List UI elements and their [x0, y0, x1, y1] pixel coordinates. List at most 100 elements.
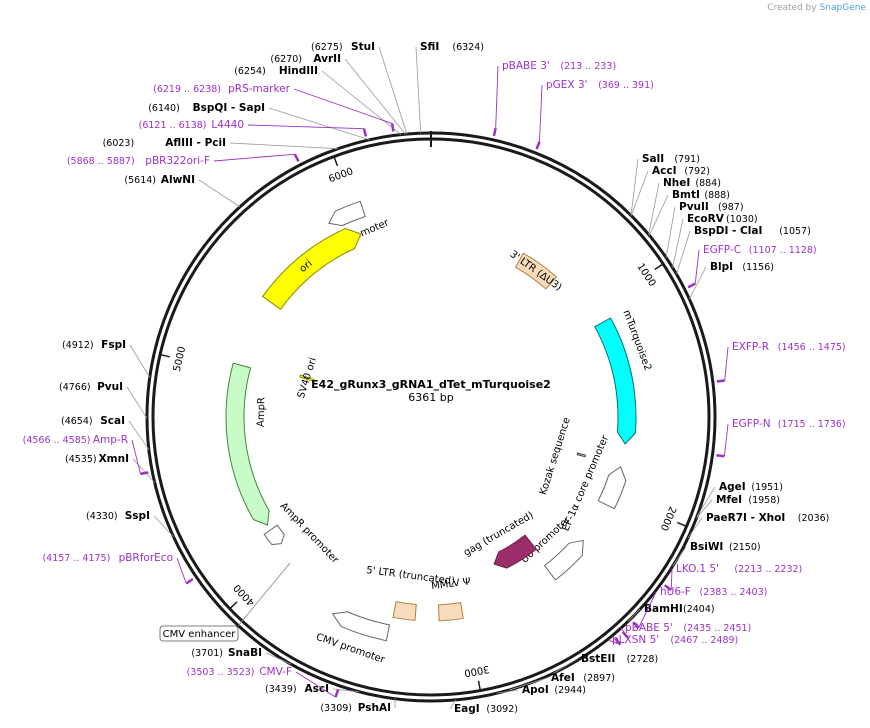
- enzyme-leader: [229, 142, 338, 150]
- primer-site[interactable]: Amp-R(4566 .. 4585): [23, 434, 128, 446]
- primer-mark: [716, 453, 725, 458]
- enzyme-site[interactable]: ApoI(2944): [522, 684, 586, 696]
- primer-site[interactable]: EGFP-C(1107 .. 1128): [703, 244, 817, 256]
- tick-label: 2000: [658, 505, 678, 533]
- feature-12[interactable]: [262, 227, 362, 310]
- enzyme-site[interactable]: EagI(3092): [454, 703, 518, 715]
- primer-site[interactable]: L4440(6121 .. 6138): [139, 119, 244, 131]
- enzyme-name: BsiWI: [690, 541, 723, 553]
- enzyme-site[interactable]: AlwNI(5614): [124, 174, 195, 186]
- brand-prefix: Created by: [767, 3, 817, 13]
- feature-3[interactable]: [576, 452, 586, 458]
- enzyme-site[interactable]: XmnI(4535): [65, 453, 129, 465]
- enzyme-site[interactable]: SfiI (6324): [420, 41, 484, 53]
- feature-9[interactable]: [331, 611, 391, 642]
- enzyme-site[interactable]: HindIII (6254): [234, 65, 318, 77]
- enzyme-site[interactable]: PvuI(4766): [59, 381, 123, 393]
- enzyme-leader: [132, 458, 155, 483]
- enzyme-position: (884): [695, 178, 721, 189]
- primer-name: EGFP-N: [732, 418, 771, 430]
- enzyme-site[interactable]: BmtI(888): [672, 189, 730, 201]
- primer-site[interactable]: CMV-F(3503 .. 3523): [187, 666, 292, 678]
- enzyme-site[interactable]: AscI(3439): [265, 683, 329, 695]
- primer-site[interactable]: hU6-F(2383 .. 2403): [660, 586, 767, 598]
- enzyme-name: PshAI: [358, 702, 391, 714]
- primer-site[interactable]: pBABE 3'(213 .. 233): [502, 60, 616, 72]
- primer-site[interactable]: pRS-marker(6219 .. 6238): [153, 83, 291, 95]
- enzyme-leader: [496, 689, 519, 694]
- enzyme-leader: [676, 230, 691, 275]
- enzyme-site[interactable]: AgeI(1951): [719, 481, 783, 493]
- enzyme-site[interactable]: BsiWI (2150): [690, 541, 761, 553]
- enzyme-site[interactable]: BamHI(2404): [644, 603, 715, 615]
- plasmid-name: E42_gRunx3_gRNA1_dTet_mTurquoise2: [311, 378, 551, 391]
- enzyme-site[interactable]: AccI(792): [652, 165, 710, 177]
- enzyme-position: (4654): [61, 416, 93, 427]
- enzyme-site[interactable]: SnaBI(3701): [191, 647, 262, 659]
- primer-range: (2467 .. 2489): [670, 635, 738, 646]
- enzyme-name: BlpI: [710, 261, 733, 273]
- enzyme-position: (2150): [729, 542, 761, 553]
- enzyme-leader: [648, 182, 660, 235]
- primer-site[interactable]: pBABE 5'(2435 .. 2451): [625, 622, 751, 634]
- enzyme-position: (6140): [148, 103, 180, 114]
- enzyme-leader: [265, 652, 292, 665]
- enzyme-site[interactable]: SalI(791): [642, 153, 700, 165]
- primer-site[interactable]: EXFP-R(1456 .. 1475): [732, 341, 846, 353]
- enzyme-site[interactable]: BlpI(1156): [710, 261, 774, 273]
- enzyme-site[interactable]: MfeI(1958): [716, 494, 780, 506]
- primer-site[interactable]: EGFP-N(1715 .. 1736): [732, 418, 846, 430]
- enzyme-leader: [665, 206, 676, 258]
- enzyme-site[interactable]: BspQI - SapI(6140): [148, 102, 265, 114]
- enzyme-position: (6324): [452, 42, 484, 53]
- primer-name: pBABE 3': [502, 60, 550, 72]
- primer-site[interactable]: LKO.1 5'(2213 .. 2232): [676, 563, 802, 575]
- primer-mark: [185, 577, 194, 585]
- enzyme-name: SfiI: [420, 41, 439, 53]
- primer-site[interactable]: pBRforEco(4157 .. 4175): [42, 552, 173, 564]
- feature-6[interactable]: [493, 534, 537, 569]
- feature-4[interactable]: [597, 465, 627, 510]
- enzyme-position: (3701): [191, 648, 223, 659]
- enzyme-site[interactable]: AflIII - PciI(6023): [103, 137, 226, 149]
- enzyme-position: (4912): [62, 340, 94, 351]
- primer-site[interactable]: pGEX 3'(369 .. 391): [546, 79, 654, 91]
- enzyme-site[interactable]: SspI(4330): [86, 510, 150, 522]
- feature-13[interactable]: [299, 374, 315, 382]
- enzyme-site[interactable]: AfeI(2897): [551, 672, 615, 684]
- enzyme-site[interactable]: AvrII(6270): [270, 53, 341, 65]
- plasmid-length: 6361 bp: [408, 391, 453, 404]
- enzyme-site[interactable]: BstEII(2728): [581, 653, 658, 665]
- feature-1[interactable]: [514, 252, 558, 290]
- feature-10[interactable]: [263, 524, 285, 546]
- feature-label: AmpR promoter: [278, 501, 341, 567]
- feature-7[interactable]: [437, 602, 464, 622]
- primer-leader: [670, 568, 673, 590]
- enzyme-site[interactable]: PaeR7I - XhoI(2036): [706, 512, 829, 524]
- enzyme-name: HindIII: [279, 65, 318, 77]
- enzyme-site[interactable]: PvuII(987): [679, 201, 744, 213]
- primer-site[interactable]: pLXSN 5'(2467 .. 2489): [612, 634, 738, 646]
- feature-5[interactable]: [543, 539, 584, 581]
- primer-name: pGEX 3': [546, 79, 588, 91]
- enzyme-leader: [509, 677, 548, 691]
- feature-2[interactable]: [594, 317, 637, 445]
- enzyme-site[interactable]: FspI(4912): [62, 339, 126, 351]
- primer-name: pRS-marker: [228, 83, 291, 95]
- enzyme-site[interactable]: BspDI - ClaI(1057): [694, 225, 811, 237]
- enzyme-site[interactable]: StuI(6275): [311, 41, 375, 53]
- enzyme-site[interactable]: ScaI (4654): [61, 415, 125, 427]
- enzyme-position: (3439): [265, 684, 297, 695]
- feature-8[interactable]: [392, 601, 417, 621]
- feature-0[interactable]: [328, 200, 366, 227]
- enzyme-site[interactable]: EcoRV(1030): [687, 213, 758, 225]
- primer-site[interactable]: pBR322ori-F(5868 .. 5887): [67, 155, 210, 167]
- enzyme-name: ScaI: [100, 415, 125, 427]
- enzyme-position: (6254): [234, 66, 266, 77]
- enzyme-leader: [630, 158, 639, 216]
- enzyme-site[interactable]: NheI(884): [663, 177, 721, 189]
- primer-leader: [638, 591, 657, 629]
- feature-11[interactable]: [225, 362, 270, 526]
- enzyme-site[interactable]: PshAI(3309): [320, 702, 391, 714]
- tick-label: 1000: [634, 262, 657, 289]
